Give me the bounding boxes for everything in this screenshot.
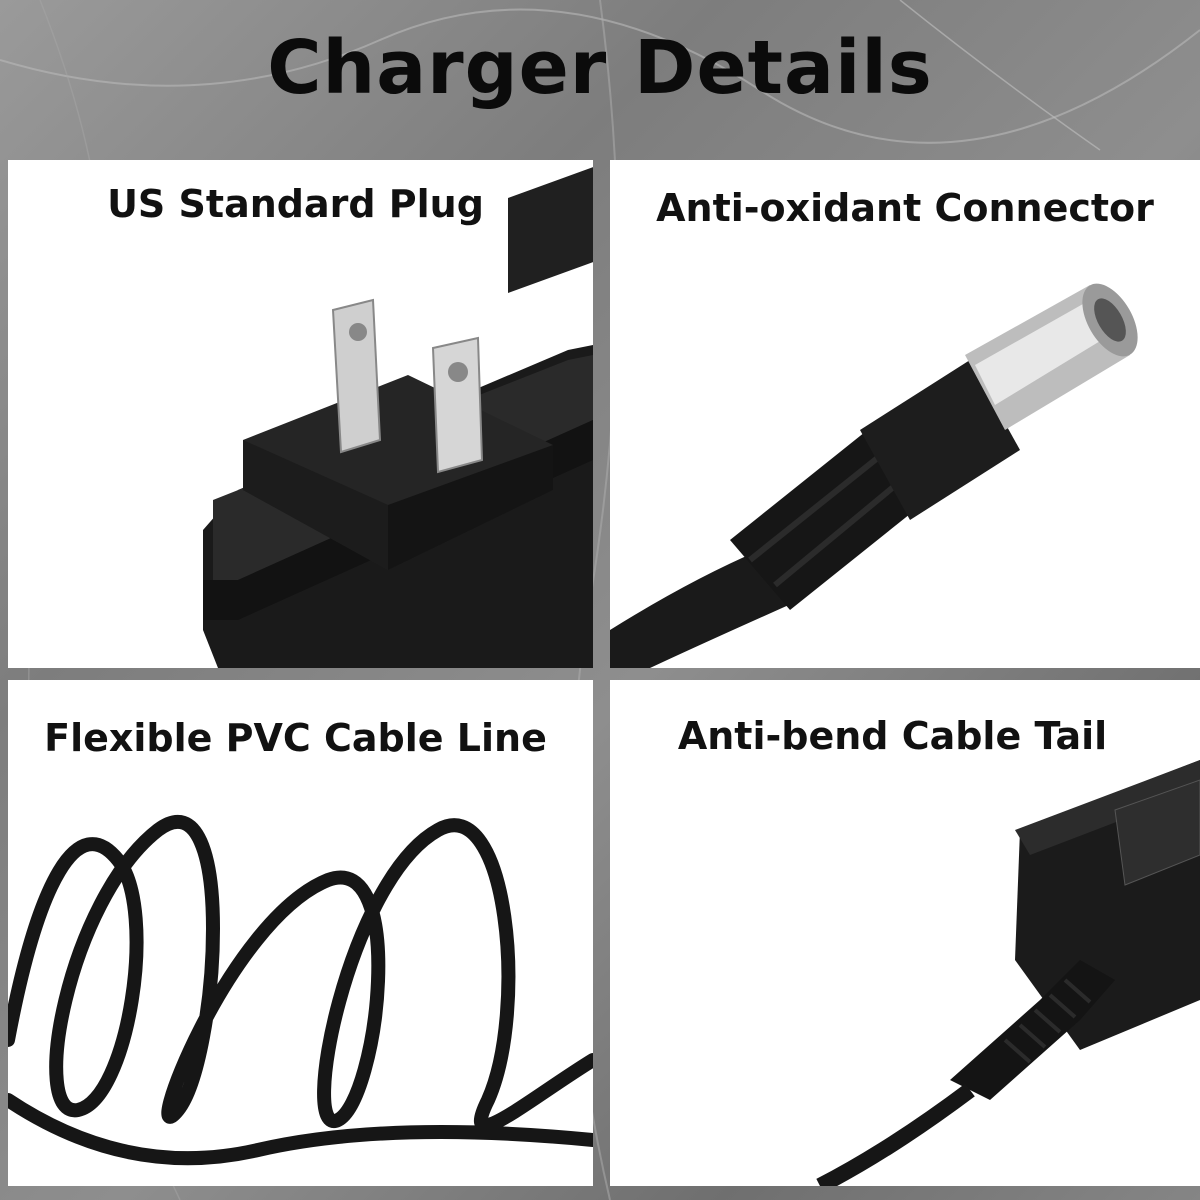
panel-flexible-pvc-cable-line: Flexible PVC Cable Line xyxy=(8,680,593,1186)
panel-us-standard-plug: US Standard Plug xyxy=(8,160,593,668)
panel-title: Flexible PVC Cable Line xyxy=(44,716,547,760)
dc-barrel-connector-icon xyxy=(610,283,1138,668)
coiled-cable-icon xyxy=(8,815,593,1166)
us-plug-adapter-icon xyxy=(203,167,593,668)
adapter-cable-tail-icon xyxy=(816,760,1200,1186)
panel-anti-bend-cable-tail: Anti-bend Cable Tail xyxy=(610,680,1200,1186)
panel-title: Anti-bend Cable Tail xyxy=(677,714,1108,758)
panel-title: Anti-oxidant Connector xyxy=(656,186,1154,230)
page-title: Charger Details xyxy=(267,25,933,111)
panel-title: US Standard Plug xyxy=(107,182,484,226)
panel-anti-oxidant-connector: Anti-oxidant Connector xyxy=(610,160,1200,668)
